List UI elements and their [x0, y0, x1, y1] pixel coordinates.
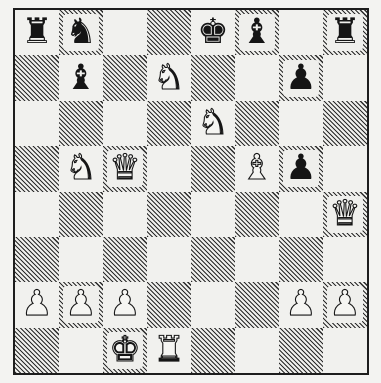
square-h3[interactable]: [323, 237, 367, 282]
square-a7[interactable]: [15, 55, 59, 100]
square-d3[interactable]: [147, 237, 191, 282]
black-king-icon[interactable]: ♚: [195, 14, 230, 51]
square-a8[interactable]: ♜: [15, 10, 59, 55]
square-d8[interactable]: [147, 10, 191, 55]
square-g3[interactable]: [279, 237, 323, 282]
black-bishop-icon[interactable]: ♝: [63, 60, 98, 97]
square-f5[interactable]: ♝: [235, 146, 279, 191]
square-e5[interactable]: [191, 146, 235, 191]
white-knight-icon[interactable]: ♞: [195, 105, 230, 142]
white-pawn-icon[interactable]: ♟: [63, 286, 98, 323]
square-g7[interactable]: ♟: [279, 55, 323, 100]
square-b2[interactable]: ♟: [59, 282, 103, 327]
square-c8[interactable]: [103, 10, 147, 55]
square-h7[interactable]: [323, 55, 367, 100]
square-f1[interactable]: [235, 328, 279, 373]
black-rook-icon[interactable]: ♜: [327, 14, 362, 51]
square-b4[interactable]: [59, 192, 103, 237]
square-h4[interactable]: ♛: [323, 192, 367, 237]
square-g4[interactable]: [279, 192, 323, 237]
square-d7[interactable]: ♞: [147, 55, 191, 100]
square-b6[interactable]: [59, 101, 103, 146]
square-e1[interactable]: [191, 328, 235, 373]
square-a4[interactable]: [15, 192, 59, 237]
square-h1[interactable]: [323, 328, 367, 373]
square-c5[interactable]: ♛: [103, 146, 147, 191]
square-b3[interactable]: [59, 237, 103, 282]
square-f6[interactable]: [235, 101, 279, 146]
square-h8[interactable]: ♜: [323, 10, 367, 55]
white-knight-icon[interactable]: ♞: [151, 60, 186, 97]
square-g2[interactable]: ♟: [279, 282, 323, 327]
square-e2[interactable]: [191, 282, 235, 327]
square-d4[interactable]: [147, 192, 191, 237]
chess-board: ♜♞♚♝♜♝♞♟♞♞♛♝♟♛♟♟♟♟♟♚♜: [13, 8, 369, 375]
square-g5[interactable]: ♟: [279, 146, 323, 191]
square-b7[interactable]: ♝: [59, 55, 103, 100]
square-e8[interactable]: ♚: [191, 10, 235, 55]
square-a2[interactable]: ♟: [15, 282, 59, 327]
white-pawn-icon[interactable]: ♟: [19, 286, 54, 323]
white-bishop-icon[interactable]: ♝: [239, 150, 274, 187]
black-bishop-icon[interactable]: ♝: [239, 14, 274, 51]
square-b1[interactable]: [59, 328, 103, 373]
black-rook-icon[interactable]: ♜: [19, 14, 54, 51]
black-pawn-icon[interactable]: ♟: [283, 150, 318, 187]
square-f2[interactable]: [235, 282, 279, 327]
square-e6[interactable]: ♞: [191, 101, 235, 146]
white-pawn-icon[interactable]: ♟: [107, 286, 142, 323]
square-g1[interactable]: [279, 328, 323, 373]
square-f4[interactable]: [235, 192, 279, 237]
white-king-icon[interactable]: ♚: [107, 332, 142, 369]
white-queen-icon[interactable]: ♛: [327, 196, 362, 233]
square-a6[interactable]: [15, 101, 59, 146]
square-c7[interactable]: [103, 55, 147, 100]
white-pawn-icon[interactable]: ♟: [283, 286, 318, 323]
square-d5[interactable]: [147, 146, 191, 191]
square-g6[interactable]: [279, 101, 323, 146]
square-h5[interactable]: [323, 146, 367, 191]
square-e3[interactable]: [191, 237, 235, 282]
square-b8[interactable]: ♞: [59, 10, 103, 55]
square-e4[interactable]: [191, 192, 235, 237]
black-pawn-icon[interactable]: ♟: [283, 60, 318, 97]
square-d2[interactable]: [147, 282, 191, 327]
square-f7[interactable]: [235, 55, 279, 100]
square-a1[interactable]: [15, 328, 59, 373]
white-queen-icon[interactable]: ♛: [107, 150, 142, 187]
square-f3[interactable]: [235, 237, 279, 282]
square-c2[interactable]: ♟: [103, 282, 147, 327]
square-g8[interactable]: [279, 10, 323, 55]
square-c6[interactable]: [103, 101, 147, 146]
square-d6[interactable]: [147, 101, 191, 146]
square-a3[interactable]: [15, 237, 59, 282]
square-c4[interactable]: [103, 192, 147, 237]
white-knight-icon[interactable]: ♞: [63, 150, 98, 187]
square-e7[interactable]: [191, 55, 235, 100]
black-knight-icon[interactable]: ♞: [63, 14, 98, 51]
square-f8[interactable]: ♝: [235, 10, 279, 55]
white-rook-icon[interactable]: ♜: [151, 332, 186, 369]
square-h2[interactable]: ♟: [323, 282, 367, 327]
white-pawn-icon[interactable]: ♟: [327, 286, 362, 323]
square-a5[interactable]: [15, 146, 59, 191]
square-h6[interactable]: [323, 101, 367, 146]
square-d1[interactable]: ♜: [147, 328, 191, 373]
square-b5[interactable]: ♞: [59, 146, 103, 191]
square-c1[interactable]: ♚: [103, 328, 147, 373]
square-c3[interactable]: [103, 237, 147, 282]
